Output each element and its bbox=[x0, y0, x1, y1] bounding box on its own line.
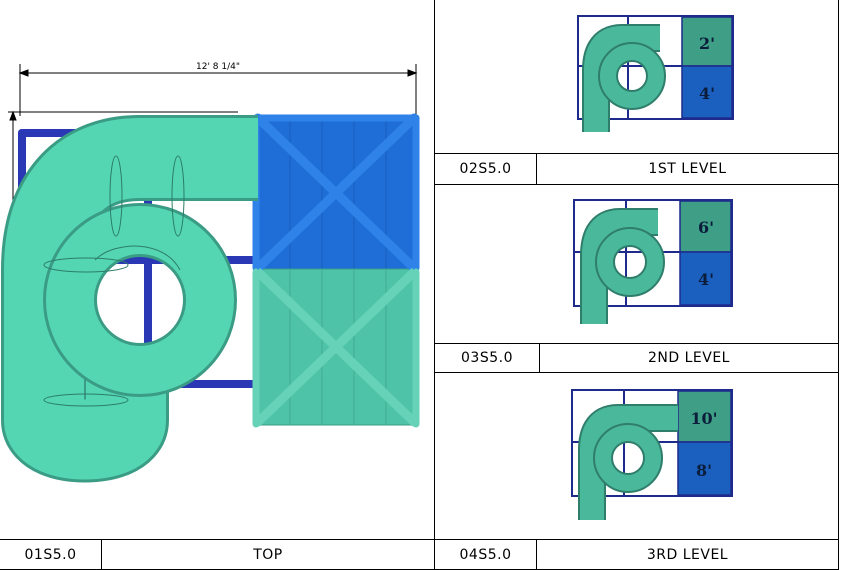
grid-row2-caption-divider bbox=[539, 343, 540, 372]
grid-right-row1-bottom bbox=[434, 184, 839, 185]
level-3-drawing: 10' 8' bbox=[571, 389, 733, 520]
lower-deck-braces bbox=[253, 267, 419, 427]
level-3-code: 04S5.0 bbox=[459, 546, 512, 563]
level-1-upper-deck bbox=[681, 16, 733, 67]
grid-vertical-divider bbox=[434, 0, 435, 570]
grid-row3-caption-divider bbox=[536, 539, 537, 570]
level-1-lower-height: 4' bbox=[699, 84, 715, 103]
level-2-upper-height: 6' bbox=[698, 218, 714, 237]
grid-left-caption-divider bbox=[101, 539, 102, 570]
level-2-drawing: 6' 4' bbox=[573, 199, 733, 324]
lower-deck-rails bbox=[252, 268, 420, 428]
level-2-label: 2ND LEVEL bbox=[648, 350, 730, 366]
level-1-upper-height: 2' bbox=[699, 34, 715, 53]
level-2-code: 03S5.0 bbox=[461, 350, 513, 366]
grid-right-row2-top bbox=[434, 343, 839, 344]
grid-right-row3-top bbox=[434, 539, 839, 540]
grid-right-border bbox=[838, 0, 839, 570]
level-1-label: 1ST LEVEL bbox=[648, 161, 727, 177]
level-3-lower-deck bbox=[677, 441, 732, 496]
top-view-code: 01S5.0 bbox=[24, 546, 77, 563]
tube-slide bbox=[0, 115, 258, 483]
grid-row1-caption-divider bbox=[536, 153, 537, 184]
top-view-drawing: 12' 8 1/4" 11' 1" bbox=[0, 62, 420, 483]
width-dimension-label: 12' 8 1/4" bbox=[196, 62, 240, 72]
level-1-drawing: 2' 4' bbox=[577, 15, 734, 132]
level-1-code: 02S5.0 bbox=[459, 161, 512, 177]
level-3-label: 3RD LEVEL bbox=[646, 546, 729, 563]
width-dimension bbox=[18, 64, 418, 116]
grid-left-bottom-top bbox=[0, 539, 435, 540]
level-1-lower-deck bbox=[681, 65, 733, 119]
level-2-lower-deck bbox=[679, 251, 732, 306]
grid-right-row1-top bbox=[434, 153, 839, 154]
top-view-label: TOP bbox=[253, 546, 283, 563]
level-2-lower-height: 4' bbox=[698, 270, 714, 289]
grid-right-row2-bottom bbox=[434, 372, 839, 373]
level-3-upper-height: 10' bbox=[690, 409, 717, 428]
level-3-lower-height: 8' bbox=[696, 461, 712, 480]
level-2-upper-deck bbox=[679, 200, 732, 253]
upper-deck-braces bbox=[253, 113, 419, 273]
